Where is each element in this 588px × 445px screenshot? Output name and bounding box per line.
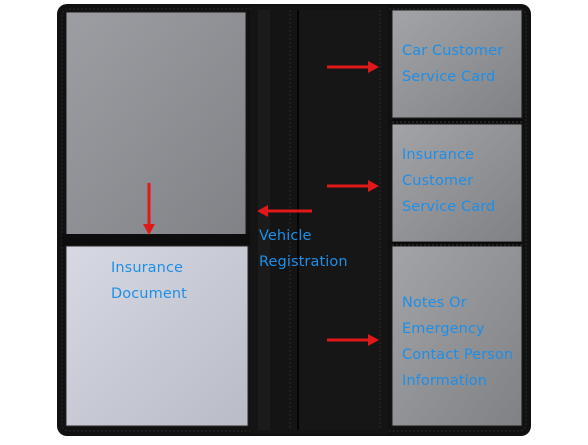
car-service-card-label: Car Customer Service Card <box>402 43 504 85</box>
notes-pocket <box>392 246 522 426</box>
arrow-left-icon <box>257 205 312 217</box>
upper-left-pocket <box>66 12 246 236</box>
insurance-document-label: Insurance Document <box>111 260 187 302</box>
vehicle-registration-label: Vehicle Registration <box>259 228 348 270</box>
insurance-service-card-label: Insurance Customer Service Card <box>402 147 496 215</box>
car-service-card-pocket <box>392 10 522 118</box>
arrow-right-icon <box>327 61 379 73</box>
insurance-document-sleeve <box>66 246 248 426</box>
insurance-card-pocket <box>392 124 522 242</box>
notes-emergency-label: Notes Or Emergency Contact Person Inform… <box>402 295 514 389</box>
arrow-down-icon <box>143 183 155 235</box>
arrow-right-icon <box>327 334 379 346</box>
arrow-right-icon <box>327 180 379 192</box>
pointer-arrows <box>143 61 379 346</box>
